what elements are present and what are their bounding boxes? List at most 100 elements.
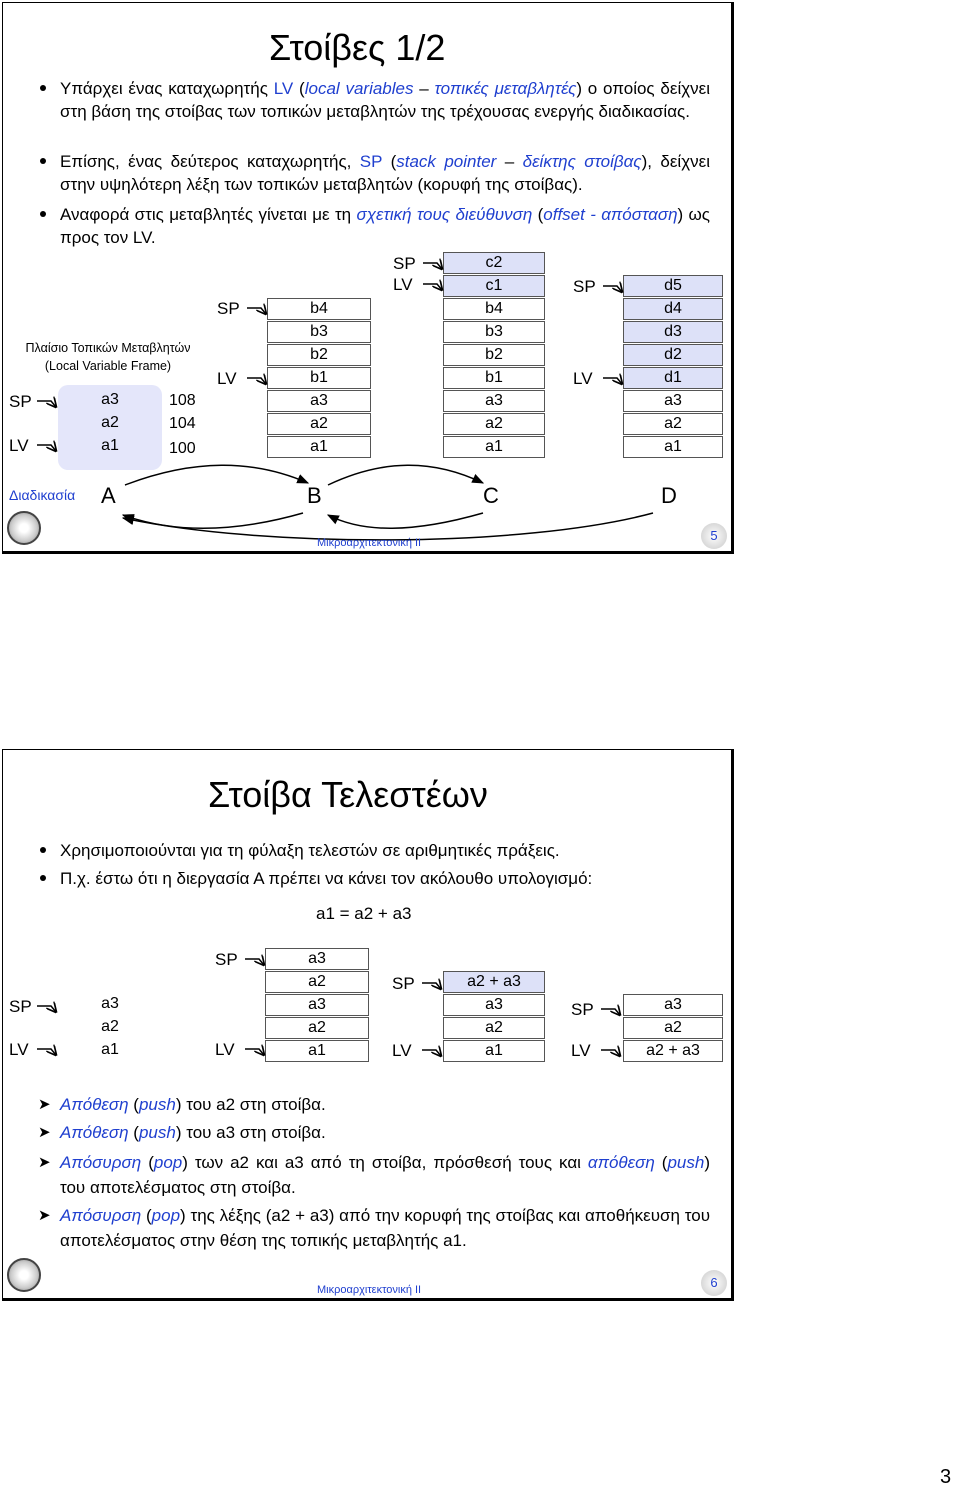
lv-label: LV [9, 1040, 29, 1059]
bullet-dot [40, 875, 46, 881]
sp-label: SP [9, 392, 32, 411]
address-label: 100 [169, 440, 196, 457]
pointer-arrows [37, 3, 654, 541]
stack-cell: a1 [267, 436, 371, 458]
bullet-dot [40, 847, 46, 853]
step-item: ➤ Απόσυρση (pop) της λέξης (a2 + a3) από… [38, 1203, 710, 1253]
stack-cell: b3 [267, 321, 371, 343]
sp-arrow [37, 1006, 56, 1012]
stack-cell: a2 [443, 413, 545, 435]
address-label: 104 [169, 415, 196, 432]
bullet: Υπάρχει ένας καταχωρητής LV (local varia… [40, 77, 710, 123]
procedure-d: D [661, 483, 677, 508]
return-arc [121, 512, 654, 541]
stack-cell: a2 [623, 413, 723, 435]
sp-label: SP [9, 997, 32, 1016]
lv-label: LV [393, 275, 413, 294]
procedure-b: B [307, 483, 322, 508]
lv-arrow [601, 1050, 620, 1056]
bullet-dot [40, 158, 46, 164]
bullet: Χρησιμοποιούνται για τη φύλαξη τελεστών … [40, 839, 710, 862]
lv-arrow [245, 1049, 264, 1055]
sp-arrow [422, 983, 441, 989]
bullet-dot [40, 211, 46, 217]
stack-cell: a2 [267, 413, 371, 435]
stack-cell: d4 [623, 298, 723, 320]
stack-cell: a2 [623, 1017, 723, 1039]
local-variable-frame [58, 385, 162, 470]
stack-cell: a2 [265, 1017, 369, 1039]
step-item: ➤ Απόθεση (push) του a3 στη στοίβα. [38, 1120, 710, 1145]
slide-page-number: 5 [701, 523, 727, 549]
stack-cell: d2 [623, 344, 723, 366]
lv-arrow [422, 1050, 441, 1056]
arrow-bullet-icon: ➤ [38, 1124, 51, 1141]
stack-cell: b3 [443, 321, 545, 343]
pointer-arrows [37, 750, 733, 1300]
stack-cell: a1 [101, 1041, 119, 1058]
stack-cell: a3 [265, 994, 369, 1016]
lv-label: LV [217, 369, 237, 388]
stack-cell: a1 [443, 1040, 545, 1062]
procedure-label: Διαδικασία [9, 487, 76, 503]
stack-cell: d5 [623, 275, 723, 297]
sp-label: SP [215, 950, 238, 969]
stack-cell: a3 [267, 390, 371, 412]
stack-cell: a2 [265, 971, 369, 993]
return-arc [326, 512, 484, 529]
stack-cell: a3 [443, 994, 545, 1016]
lv-arrow [37, 1049, 56, 1055]
step-item: ➤ Απόθεση (push) του a2 στη στοίβα. [38, 1092, 710, 1117]
stack-cell: a2 + a3 [623, 1040, 723, 1062]
procedure-c: C [483, 483, 499, 508]
stack-cell: b2 [267, 344, 371, 366]
bullet: Π.χ. έστω ότι η διεργασία Α πρέπει να κά… [40, 867, 710, 890]
stack-cell: d1 [623, 367, 723, 389]
stack-cell: b2 [443, 344, 545, 366]
stack-cell: a3 [101, 995, 119, 1012]
slide-page-number: 6 [701, 1270, 727, 1296]
slide-1: Στοίβες 1/2 Υπάρχει ένας καταχωρητής LV … [2, 2, 734, 554]
sp-label: SP [571, 1000, 594, 1019]
bullet: Επίσης, ένας δεύτερος καταχωρητής, SP (s… [40, 150, 710, 196]
sp-arrow [603, 286, 622, 292]
stack-cell: d3 [623, 321, 723, 343]
sp-label: SP [392, 974, 415, 993]
sp-label: SP [217, 299, 240, 318]
call-arc [327, 464, 485, 486]
sp-label: SP [573, 277, 596, 296]
sp-arrow [601, 1009, 620, 1015]
slide-title: Στοίβα Τελεστέων [208, 774, 488, 815]
lv-arrow [423, 284, 442, 290]
arrow-bullet-icon: ➤ [38, 1154, 51, 1171]
footer-course: Μικροαρχιτεκτονική ΙΙ [317, 537, 422, 549]
sp-label: SP [393, 254, 416, 273]
stack-cell: a3 [623, 994, 723, 1016]
call-arc [124, 464, 310, 486]
sp-arrow [37, 401, 56, 407]
lv-arrow [247, 378, 266, 384]
document-page-number: 3 [940, 1466, 952, 1488]
sp-arrow [245, 959, 264, 965]
stack-cell: a2 [101, 1018, 119, 1035]
lv-label: LV [215, 1040, 235, 1059]
stack-cell: b1 [443, 367, 545, 389]
bullet: Αναφορά στις μεταβλητές γίνεται με τη σχ… [40, 203, 710, 249]
slide-2: Στοίβα Τελεστέων Χρησιμοποιούνται για τη… [2, 749, 734, 1301]
lv-label: LV [573, 369, 593, 388]
lv-label: LV [9, 436, 29, 455]
lv-label: LV [392, 1041, 412, 1060]
arrow-bullet-icon: ➤ [38, 1096, 51, 1113]
lv-label: LV [571, 1041, 591, 1060]
lv-arrow [603, 378, 622, 384]
stack-cell: c2 [443, 252, 545, 274]
return-arc [121, 512, 304, 529]
stack-cell: a3 [101, 391, 119, 408]
slide-title: Στοίβες 1/2 [269, 27, 446, 68]
bullet-dot [40, 85, 46, 91]
university-logo [7, 1258, 41, 1292]
stack-cell: a1 [101, 437, 119, 454]
arrow-bullet-icon: ➤ [38, 1207, 51, 1224]
formula: a1 = a2 + a3 [316, 904, 412, 923]
stack-cell: b4 [443, 298, 545, 320]
